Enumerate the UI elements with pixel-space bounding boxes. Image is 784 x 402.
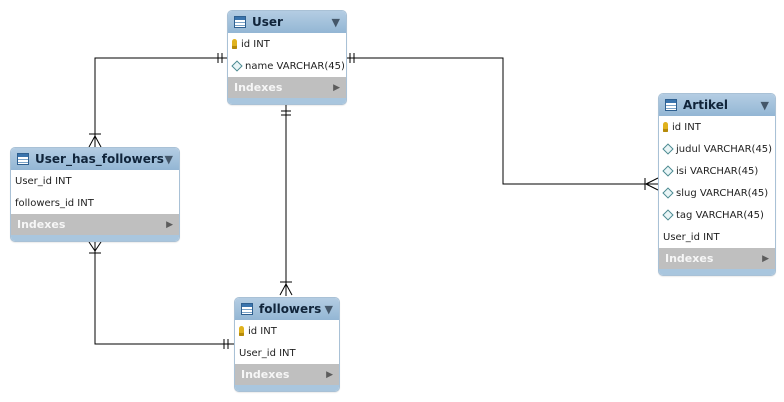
column-label: User_id INT	[663, 231, 720, 243]
table-icon	[17, 153, 29, 165]
table-icon	[665, 99, 677, 111]
indexes-label: Indexes	[234, 81, 283, 94]
indexes-section[interactable]: Indexes ▶	[659, 248, 775, 269]
column-row[interactable]: User_id INT	[659, 226, 775, 248]
column-label: User_id INT	[15, 175, 72, 187]
table-header[interactable]: followers ▼	[235, 298, 339, 320]
table-header[interactable]: Artikel ▼	[659, 94, 775, 116]
table-title: followers	[259, 302, 322, 316]
table-artikel[interactable]: Artikel ▼ id INT judul VARCHAR(45) isi V…	[658, 93, 776, 276]
column-label: name VARCHAR(45)	[245, 60, 345, 72]
indexes-section[interactable]: Indexes ▶	[11, 214, 179, 235]
column-label: User_id INT	[239, 347, 296, 359]
table-title: Artikel	[683, 98, 728, 112]
column-row[interactable]: judul VARCHAR(45)	[659, 138, 775, 160]
column-list: id INT User_id INT	[235, 320, 339, 364]
column-label: tag VARCHAR(45)	[676, 209, 764, 221]
indexes-label: Indexes	[17, 218, 66, 231]
column-label: id INT	[241, 38, 270, 50]
attribute-icon	[662, 187, 674, 199]
column-row[interactable]: tag VARCHAR(45)	[659, 204, 775, 226]
primary-key-icon	[232, 39, 237, 49]
indexes-label: Indexes	[665, 252, 714, 265]
column-row[interactable]: followers_id INT	[11, 192, 179, 214]
column-row[interactable]: id INT	[235, 320, 339, 342]
relationship-user-followers[interactable]	[279, 105, 293, 296]
attribute-icon	[662, 143, 674, 155]
indexes-section[interactable]: Indexes ▶	[228, 77, 346, 98]
indexes-section[interactable]: Indexes ▶	[235, 364, 339, 385]
table-title: User	[252, 15, 283, 29]
column-list: id INT judul VARCHAR(45) isi VARCHAR(45)…	[659, 116, 775, 248]
column-label: slug VARCHAR(45)	[676, 187, 769, 199]
column-row[interactable]: slug VARCHAR(45)	[659, 182, 775, 204]
table-user[interactable]: User ▼ id INT name VARCHAR(45) Indexes ▶	[227, 10, 347, 105]
column-row[interactable]: id INT	[228, 33, 346, 55]
collapse-arrow-icon[interactable]: ▼	[760, 98, 769, 112]
relationship-user-user-has-followers[interactable]	[88, 53, 227, 148]
expand-arrow-icon[interactable]: ▶	[333, 82, 340, 93]
attribute-icon	[662, 209, 674, 221]
column-row[interactable]: id INT	[659, 116, 775, 138]
column-row[interactable]: isi VARCHAR(45)	[659, 160, 775, 182]
column-list: User_id INT followers_id INT	[11, 170, 179, 214]
expand-arrow-icon[interactable]: ▶	[166, 219, 173, 230]
attribute-icon	[231, 60, 243, 72]
column-label: id INT	[248, 325, 277, 337]
indexes-label: Indexes	[241, 368, 290, 381]
table-header[interactable]: User ▼	[228, 11, 346, 33]
table-header[interactable]: User_has_followers ▼	[11, 148, 179, 170]
table-bottom-bar	[11, 235, 179, 241]
collapse-arrow-icon[interactable]: ▼	[164, 152, 173, 166]
table-bottom-bar	[235, 385, 339, 391]
column-row[interactable]: User_id INT	[235, 342, 339, 364]
primary-key-icon	[239, 326, 244, 336]
table-title: User_has_followers	[35, 152, 164, 166]
table-bottom-bar	[659, 269, 775, 275]
column-row[interactable]: User_id INT	[11, 170, 179, 192]
collapse-arrow-icon[interactable]: ▼	[324, 302, 333, 316]
collapse-arrow-icon[interactable]: ▼	[331, 15, 340, 29]
column-label: followers_id INT	[15, 197, 94, 209]
table-followers[interactable]: followers ▼ id INT User_id INT Indexes ▶	[234, 297, 340, 392]
column-label: judul VARCHAR(45)	[676, 143, 773, 155]
relationship-followers-user-has-followers[interactable]	[88, 241, 234, 349]
relationship-user-artikel[interactable]	[346, 53, 659, 191]
column-row[interactable]: name VARCHAR(45)	[228, 55, 346, 77]
table-icon	[241, 303, 253, 315]
column-list: id INT name VARCHAR(45)	[228, 33, 346, 77]
attribute-icon	[662, 165, 674, 177]
table-icon	[234, 16, 246, 28]
column-label: isi VARCHAR(45)	[676, 165, 759, 177]
expand-arrow-icon[interactable]: ▶	[762, 253, 769, 264]
table-bottom-bar	[228, 98, 346, 104]
table-user-has-followers[interactable]: User_has_followers ▼ User_id INT followe…	[10, 147, 180, 242]
expand-arrow-icon[interactable]: ▶	[326, 369, 333, 380]
column-label: id INT	[672, 121, 701, 133]
primary-key-icon	[663, 122, 668, 132]
